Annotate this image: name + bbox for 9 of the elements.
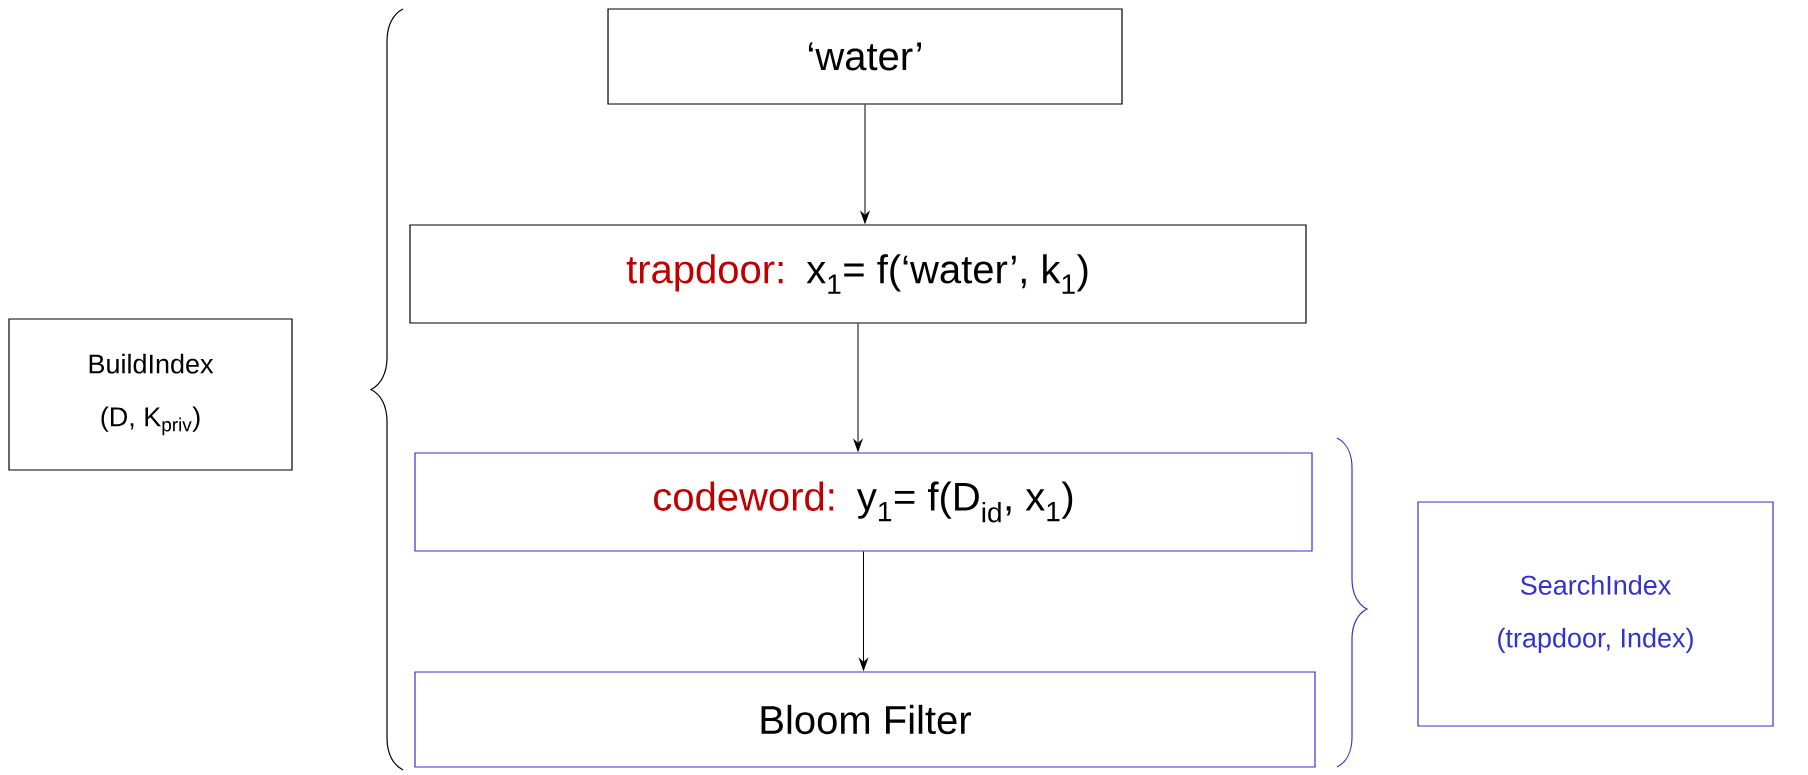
process-box: codeword: y$_{1}$= f(D$_{id}$, x$_{1}$) <box>414 452 1313 552</box>
arrow <box>859 551 868 671</box>
function-box: BuildIndex (D, K$_{priv}$) <box>8 318 293 471</box>
function-box: SearchIndex (trapdoor, Index) <box>1417 501 1774 727</box>
arrow <box>860 104 870 224</box>
process-box: trapdoor: x$_{1}$= f(‘water’, k$_{1}$) <box>409 224 1307 324</box>
process-box: ‘water’ <box>607 8 1123 105</box>
arrow <box>853 323 863 452</box>
process-box: Bloom Filter <box>414 671 1316 768</box>
